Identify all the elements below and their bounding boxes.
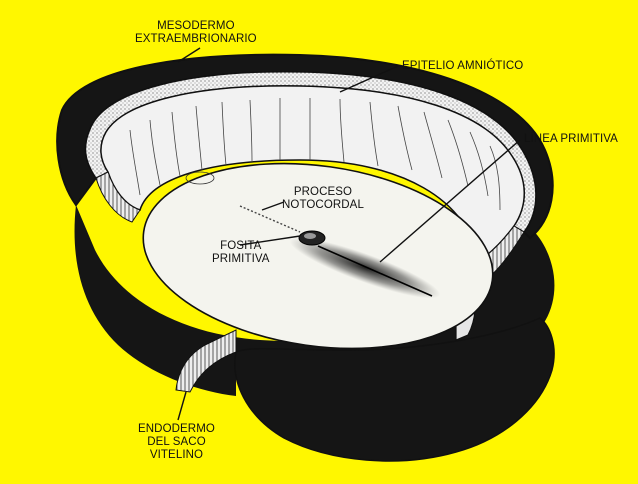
label-proceso-notocordal: PROCESO NOTOCORDAL [282, 186, 364, 212]
label-fosita-primitiva: FOSITA PRIMITIVA [212, 240, 270, 266]
label-line: LÍNEA PRIMITIVA [524, 133, 618, 145]
yolk-sac-bowl [234, 317, 555, 462]
label-line: NOTOCORDAL [282, 199, 364, 211]
yolk-sac-outer-mass [74, 205, 555, 396]
amnion-cut-left [95, 171, 141, 223]
label-linea-primitiva: LÍNEA PRIMITIVA [524, 133, 618, 146]
leader-lines [177, 47, 521, 421]
primitive-pit-highlight [304, 233, 316, 239]
label-endodermo-saco-vitelino: ENDODERMO DEL SACO VITELINO [138, 423, 215, 462]
label-line: DEL SACO [147, 436, 206, 448]
label-epitelio-amniotico: EPITELIO AMNIÓTICO [402, 60, 523, 73]
amniotic-wall-folds [129, 98, 501, 211]
endoderm-wall [175, 329, 237, 393]
disc-small-oval [185, 171, 215, 185]
label-line: EPITELIO AMNIÓTICO [402, 60, 524, 72]
primitive-streak-groove [317, 245, 433, 297]
label-line: MESODERMO [157, 20, 235, 32]
label-line: VITELINO [149, 449, 204, 461]
label-line: ENDODERMO [138, 423, 215, 435]
label-line: PROCESO [293, 186, 353, 198]
notochordal-process [239, 205, 301, 233]
label-mesodermo-extraembrionario: MESODERMO EXTRAEMBRIONARIO [135, 20, 257, 46]
label-line: EXTRAEMBRIONARIO [135, 33, 257, 45]
label-line: PRIMITIVA [212, 253, 270, 265]
label-line: FOSITA [220, 240, 262, 252]
